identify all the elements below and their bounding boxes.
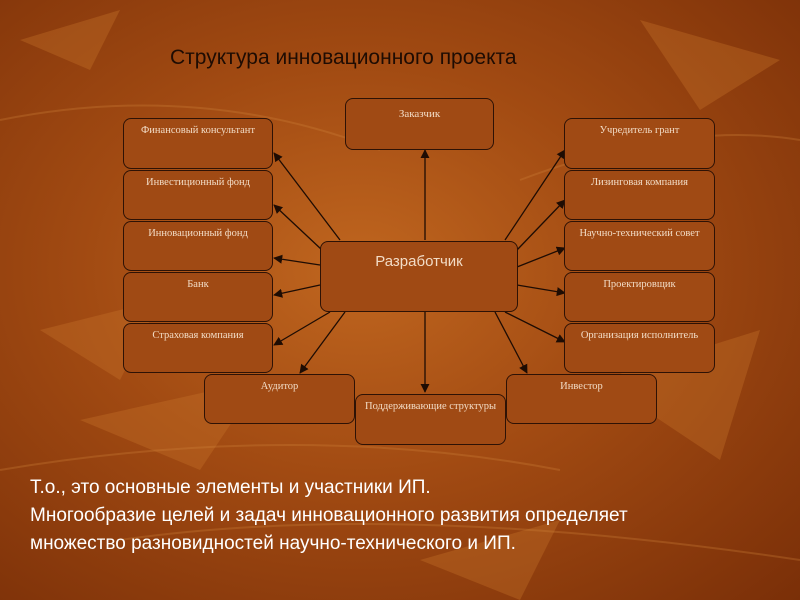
node-right-2: Лизинговая компания [564,170,715,220]
slide-title: Структура инновационного проекта [170,46,517,69]
node-right-3: Научно-технический совет [564,221,715,271]
arrow-to-right-2 [516,199,566,251]
summary-line-2: Многообразие целей и задач инновационног… [30,505,628,526]
arrow-to-right-4 [516,284,566,297]
node-right-5: Организация исполнитель [564,323,715,373]
arrow-to-bottom-right [494,311,528,374]
summary-text: Т.о., это основные элементы и участники … [30,474,790,558]
node-right-1: Учредитель грант [564,118,715,169]
arrow-to-bottom-left [299,311,346,374]
summary-line-1: Т.о., это основные элементы и участники … [30,477,431,498]
arrow-to-right-5 [504,311,566,343]
node-left-2: Инвестиционный фонд [123,170,273,220]
arrow-to-left-1 [273,152,341,241]
node-top: Заказчик [345,98,494,150]
arrow-to-left-5 [273,311,331,346]
node-left-4: Банк [123,272,273,322]
node-left-3: Инновационный фонд [123,221,273,271]
node-center: Разработчик [320,241,518,312]
node-left-1: Финансовый консультант [123,118,273,169]
node-bottom-left: Аудитор [204,374,355,424]
arrow-to-left-4 [273,284,321,298]
arrow-to-right-3 [516,246,566,268]
node-bottom-center: Поддерживающие структуры [355,394,506,445]
summary-line-3: множество разновидностей научно-техничес… [30,533,516,554]
node-left-5: Страховая компания [123,323,273,373]
node-bottom-right: Инвестор [506,374,657,424]
arrow-to-right-1 [504,149,566,241]
node-right-4: Проектировщик [564,272,715,322]
arrow-to-left-3 [273,254,321,266]
arrow-to-left-2 [273,204,323,251]
